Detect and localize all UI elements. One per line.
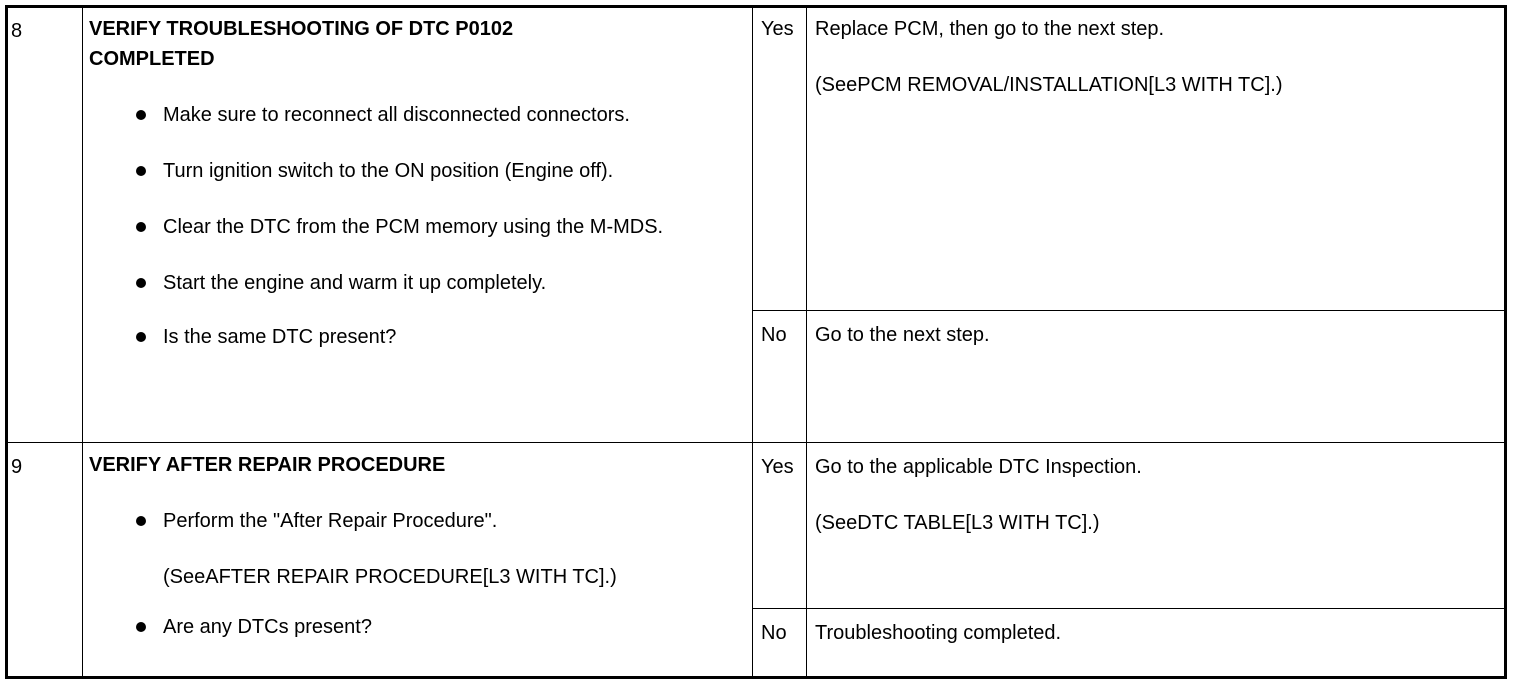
list-item: Make sure to reconnect all disconnected …: [83, 100, 723, 130]
column-divider: [82, 8, 83, 676]
step-content: VERIFY AFTER REPAIR PROCEDURE Perform th…: [83, 436, 751, 676]
yes-no-divider: [752, 310, 1504, 311]
no-label: No: [761, 324, 787, 346]
yes-no-divider: [752, 608, 1504, 609]
step-number: 8: [11, 20, 23, 42]
reference-link[interactable]: (SeeDTC TABLE[L3 WITH TC].): [815, 512, 1100, 534]
column-divider: [806, 8, 807, 676]
list-item: Perform the "After Repair Procedure".: [83, 506, 723, 536]
row-divider: [8, 442, 1504, 443]
bullet-icon: [136, 222, 146, 232]
bullet-icon: [136, 166, 146, 176]
yes-label: Yes: [761, 456, 794, 478]
list-item: Start the engine and warm it up complete…: [83, 268, 723, 298]
no-result: Go to the next step.: [815, 324, 990, 346]
troubleshooting-table: [5, 5, 1507, 679]
column-divider: [752, 8, 753, 676]
instruction-list: Perform the "After Repair Procedure". (S…: [83, 506, 751, 642]
step-number: 9: [11, 456, 23, 478]
list-item: Turn ignition switch to the ON position …: [83, 156, 723, 186]
list-item: Clear the DTC from the PCM memory using …: [83, 212, 723, 242]
yes-label: Yes: [761, 18, 794, 40]
bullet-icon: [136, 278, 146, 288]
instruction-list: Make sure to reconnect all disconnected …: [83, 100, 751, 352]
list-item: Is the same DTC present?: [83, 322, 723, 352]
no-result: Troubleshooting completed.: [815, 622, 1062, 644]
reference-link[interactable]: (SeePCM REMOVAL/INSTALLATION[L3 WITH TC]…: [815, 74, 1283, 96]
yes-result: Replace PCM, then go to the next step. (…: [807, 0, 1497, 100]
step-title: VERIFY TROUBLESHOOTING OF DTC P0102 COMP…: [89, 18, 514, 70]
no-label: No: [761, 622, 787, 644]
yes-result: Go to the applicable DTC Inspection. (Se…: [807, 438, 1497, 538]
bullet-icon: [136, 516, 146, 526]
reference-link[interactable]: (SeeAFTER REPAIR PROCEDURE[L3 WITH TC].): [163, 566, 617, 588]
bullet-icon: [136, 110, 146, 120]
step-title: VERIFY AFTER REPAIR PROCEDURE: [89, 454, 446, 476]
bullet-icon: [136, 332, 146, 342]
list-item: Are any DTCs present?: [83, 612, 723, 642]
bullet-icon: [136, 622, 146, 632]
step-content: VERIFY TROUBLESHOOTING OF DTC P0102 COMP…: [83, 0, 751, 442]
